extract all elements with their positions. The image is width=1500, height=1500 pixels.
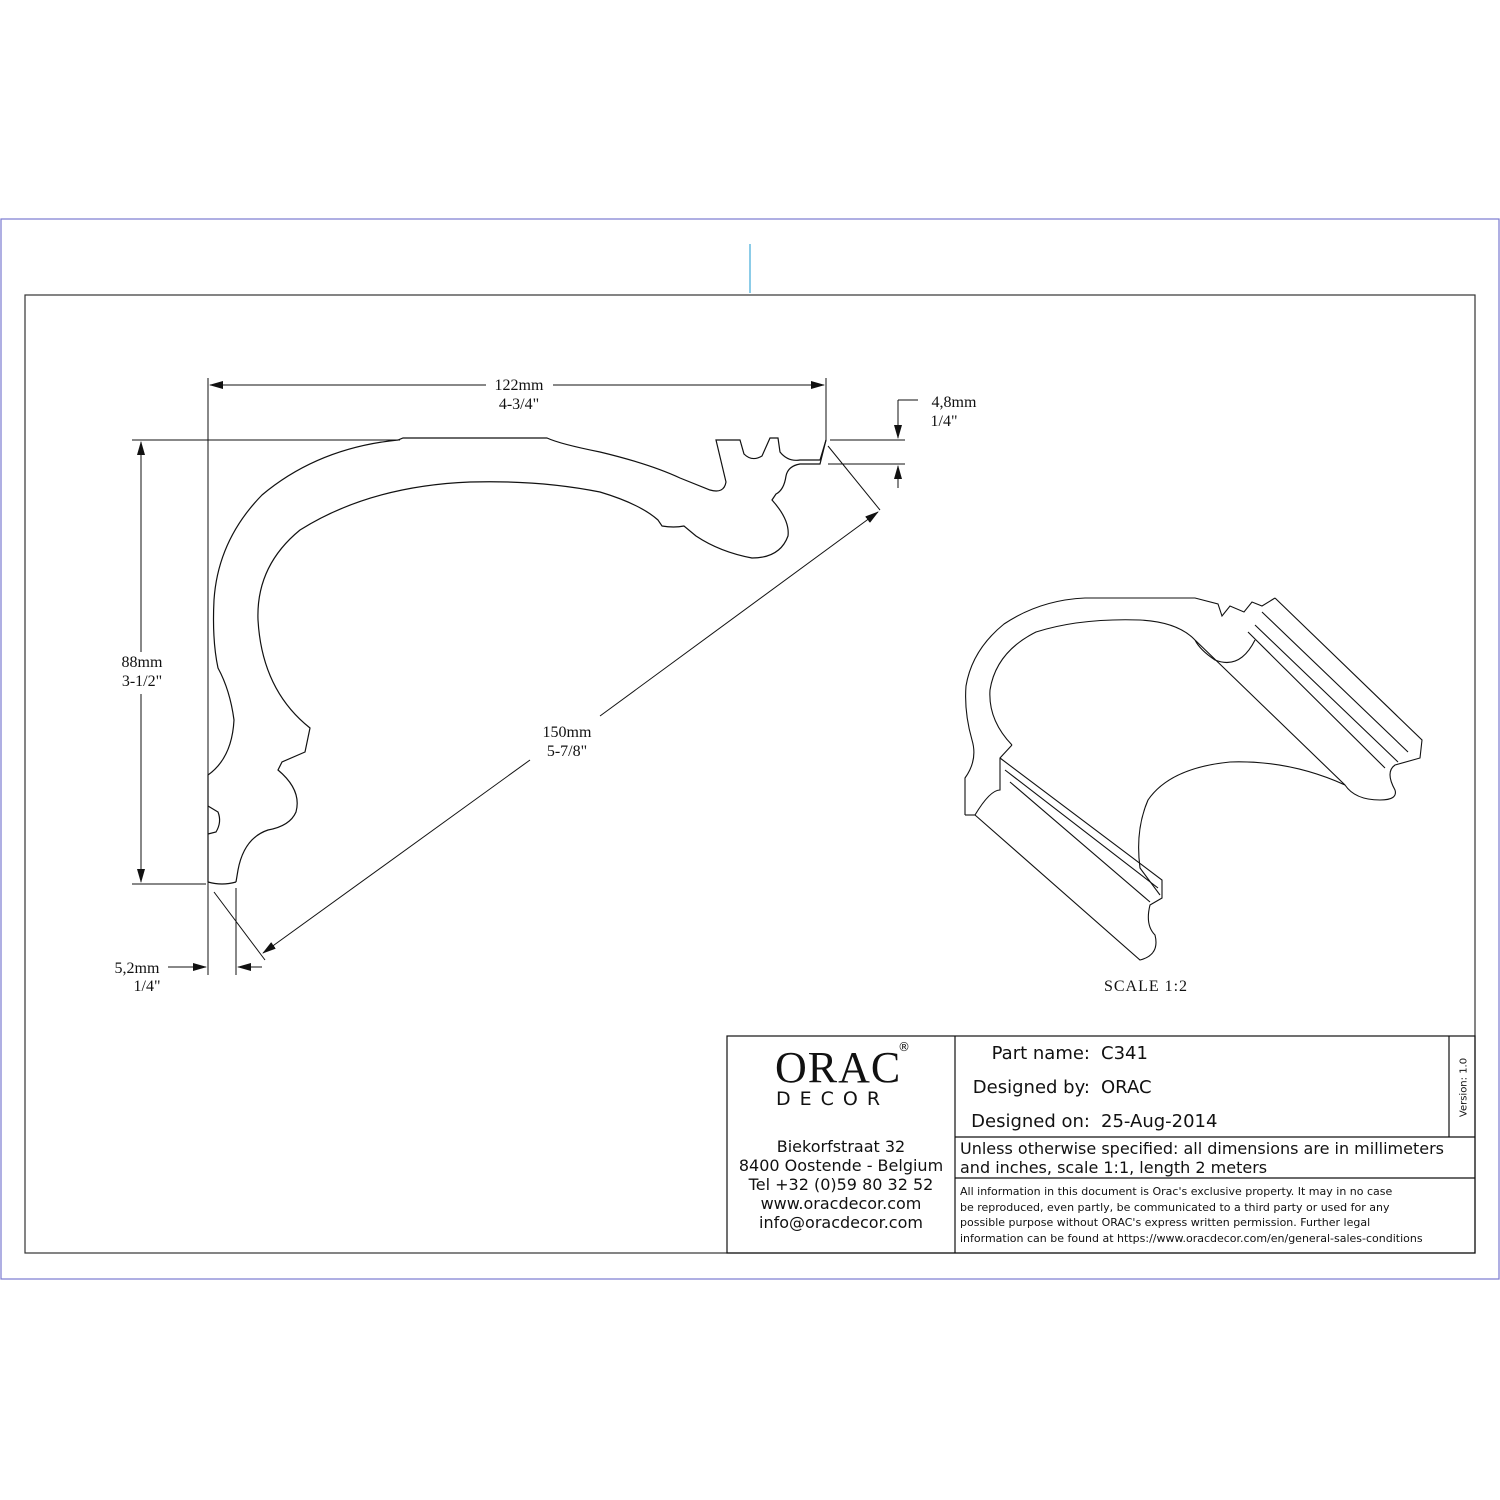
dim-height-mm: 88mm bbox=[122, 654, 163, 671]
legal-line-4: information can be found at https://www.… bbox=[960, 1231, 1423, 1245]
dim-height bbox=[132, 439, 400, 975]
dim-bottom-thickness-mm: 5,2mm bbox=[115, 960, 160, 977]
legal-notice: All information in this document is Orac… bbox=[960, 1184, 1472, 1246]
logo-registered-mark: ® bbox=[898, 1040, 910, 1054]
dim-diagonal bbox=[213, 445, 881, 961]
dim-top-thickness-mm: 4,8mm bbox=[932, 394, 977, 411]
orac-logo: ORAC ® DECOR bbox=[770, 1036, 920, 1116]
address-website: www.oracdecor.com bbox=[760, 1194, 922, 1213]
isometric-view bbox=[964, 597, 1423, 961]
profile-bottom-foot bbox=[207, 881, 237, 885]
designed-on-label: Designed on: bbox=[971, 1111, 1090, 1132]
company-address: Biekorfstraat 32 8400 Oostende - Belgium… bbox=[729, 1137, 953, 1232]
designed-by-label: Designed by: bbox=[972, 1077, 1090, 1098]
profile-left-notch bbox=[207, 805, 221, 835]
drawing-frame bbox=[24, 294, 1476, 1254]
part-name-label: Part name: bbox=[991, 1043, 1090, 1064]
dim-height-inch: 3-1/2" bbox=[122, 673, 162, 690]
profile-outer-contour bbox=[207, 437, 827, 882]
profile-section bbox=[207, 437, 827, 885]
dim-width-top bbox=[207, 378, 827, 440]
dim-bottom-thickness bbox=[168, 888, 262, 975]
dimension-note: Unless otherwise specified: all dimensio… bbox=[960, 1139, 1472, 1177]
part-name-value: C341 bbox=[1101, 1043, 1148, 1064]
address-city: 8400 Oostende - Belgium bbox=[738, 1156, 944, 1175]
dim-width-inch: 4-3/4" bbox=[499, 396, 539, 413]
designed-by-value: ORAC bbox=[1101, 1077, 1152, 1098]
scale-label: SCALE 1:2 bbox=[1104, 978, 1188, 995]
logo-brand: ORAC bbox=[775, 1043, 902, 1092]
designed-on-value: 25-Aug-2014 bbox=[1101, 1111, 1218, 1132]
dim-width-mm: 122mm bbox=[495, 377, 544, 394]
sheet-outer-border bbox=[0, 218, 1500, 1280]
dimension-note-line-2: and inches, scale 1:1, length 2 meters bbox=[960, 1158, 1268, 1177]
address-street: Biekorfstraat 32 bbox=[776, 1137, 906, 1156]
address-email: info@oracdecor.com bbox=[759, 1213, 923, 1232]
legal-line-1: All information in this document is Orac… bbox=[960, 1185, 1393, 1198]
address-phone: Tel +32 (0)59 80 32 52 bbox=[748, 1175, 934, 1194]
version-label: Version: 1.0 bbox=[1458, 1057, 1470, 1118]
dim-diagonal-mm: 150mm bbox=[543, 724, 592, 741]
profile-inner-contour bbox=[235, 439, 827, 883]
dim-top-thickness bbox=[828, 399, 918, 488]
dim-bottom-thickness-inch: 1/4" bbox=[134, 978, 161, 995]
legal-line-3: possible purpose without ORAC's express … bbox=[960, 1216, 1371, 1229]
dim-top-thickness-inch: 1/4" bbox=[931, 413, 958, 430]
dimension-note-line-1: Unless otherwise specified: all dimensio… bbox=[960, 1139, 1444, 1158]
legal-line-2: be reproduced, even partly, be communica… bbox=[960, 1200, 1390, 1214]
title-block-frame bbox=[726, 1035, 1476, 1254]
dim-diagonal-inch: 5-7/8" bbox=[547, 743, 587, 760]
logo-sub: DECOR bbox=[776, 1088, 890, 1110]
